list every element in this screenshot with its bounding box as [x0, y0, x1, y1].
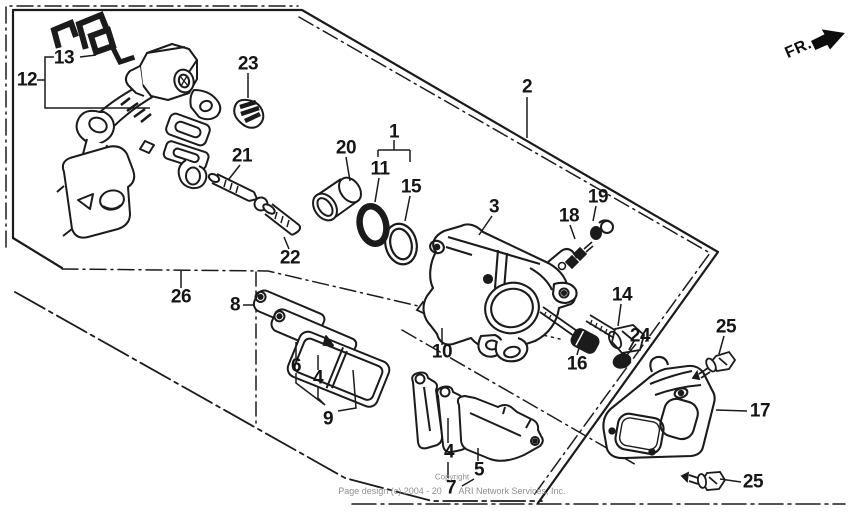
watermark-copyright: Copyright — [434, 472, 470, 482]
caliper-cover-17 — [602, 355, 716, 460]
part-callout-21: 21 — [231, 145, 253, 167]
brake-pad-set-lower — [411, 371, 544, 462]
part-callout-12: 12 — [16, 69, 38, 91]
part-callout-25-top: 25 — [715, 316, 737, 338]
part-callout-25-bottom: 25 — [742, 471, 764, 493]
part-callout-11: 11 — [370, 158, 390, 180]
part-callout-5: 5 — [473, 459, 485, 481]
part-callout-9: 9 — [322, 408, 334, 430]
leader-11 — [374, 177, 380, 203]
part-callout-22: 22 — [279, 247, 301, 269]
leader-14 — [617, 303, 622, 327]
part-callout-24: 24 — [629, 325, 651, 347]
washer-24 — [612, 353, 632, 369]
part-callout-4-lower: 4 — [443, 441, 455, 463]
part-callout-18: 18 — [558, 205, 580, 227]
watermark-ari-network: ARI Network Services, Inc. — [458, 486, 566, 496]
part-callout-6: 6 — [290, 355, 302, 377]
part-callout-16: 16 — [566, 353, 588, 375]
part-callout-23: 23 — [237, 53, 259, 75]
caliper-body-3 — [422, 223, 578, 363]
part-callout-10: 10 — [431, 341, 453, 363]
brake-pad-set-upper — [252, 289, 391, 408]
cover-bolt-25-top — [691, 350, 737, 381]
leader-24 — [626, 343, 637, 356]
mount-spring-23 — [233, 98, 265, 129]
part-callout-26: 26 — [170, 286, 192, 308]
part-callout-7: 7 — [445, 477, 457, 499]
part-callout-8: 8 — [229, 294, 241, 316]
part-callout-19: 19 — [587, 186, 609, 208]
part-callout-20: 20 — [335, 137, 357, 159]
leader-18 — [569, 224, 576, 240]
dust-seal-15 — [384, 222, 418, 266]
part-callout-17: 17 — [749, 400, 771, 422]
part-callout-3: 3 — [488, 196, 500, 218]
leader-lines — [37, 54, 748, 487]
watermark-page-design: Page design (c) 2004 - 20 — [338, 486, 442, 496]
fr-arrow-icon — [811, 29, 845, 51]
pad-pin-21 — [207, 172, 259, 202]
part-callout-14: 14 — [611, 284, 633, 306]
leader-6-9-bracket — [295, 342, 357, 412]
leader-3 — [478, 215, 493, 236]
chain-line-pad-area-diagonal — [401, 329, 639, 467]
leader-17 — [715, 409, 748, 412]
pad-pin-bolt-16 — [539, 306, 600, 354]
piston-seal-11 — [356, 203, 390, 247]
panel-border-corner-jog — [11, 236, 64, 270]
caliper-piston-20 — [312, 176, 362, 222]
leader-16 — [576, 343, 581, 356]
caliper-bracket-12 — [56, 43, 222, 239]
part-callout-13: 13 — [53, 47, 75, 69]
panel-bottom-left-diagonal — [14, 291, 543, 502]
chain-line-inner-diagonal — [298, 16, 711, 496]
part-callout-15: 15 — [400, 176, 422, 198]
leader-25-top — [718, 335, 725, 355]
leader-12-bracket — [37, 56, 150, 109]
joint-clip-19 — [590, 219, 614, 240]
leader-15 — [404, 195, 411, 222]
part-callout-4-upper: 4 — [312, 367, 324, 389]
leader-20 — [345, 156, 351, 182]
leader-22 — [283, 236, 290, 250]
leader-19 — [592, 205, 597, 222]
mount-bolt-14 — [585, 314, 646, 354]
cover-bolt-25-bottom — [680, 471, 727, 491]
leader-21 — [228, 164, 241, 180]
pad-pin-bolt-22 — [253, 196, 302, 236]
leader-13 — [79, 54, 97, 58]
bleed-screw-18 — [557, 241, 594, 271]
pad-retainer-clip-13 — [50, 11, 136, 66]
leader-1-bracket — [377, 140, 411, 162]
panel-border-solid — [11, 8, 720, 505]
chain-line-outer-top-left — [5, 5, 299, 248]
part-callout-2: 2 — [521, 76, 533, 98]
leader-25-bottom — [719, 478, 742, 483]
leader-4-5-7-bracket — [447, 418, 479, 487]
part-callout-1: 1 — [388, 121, 400, 143]
